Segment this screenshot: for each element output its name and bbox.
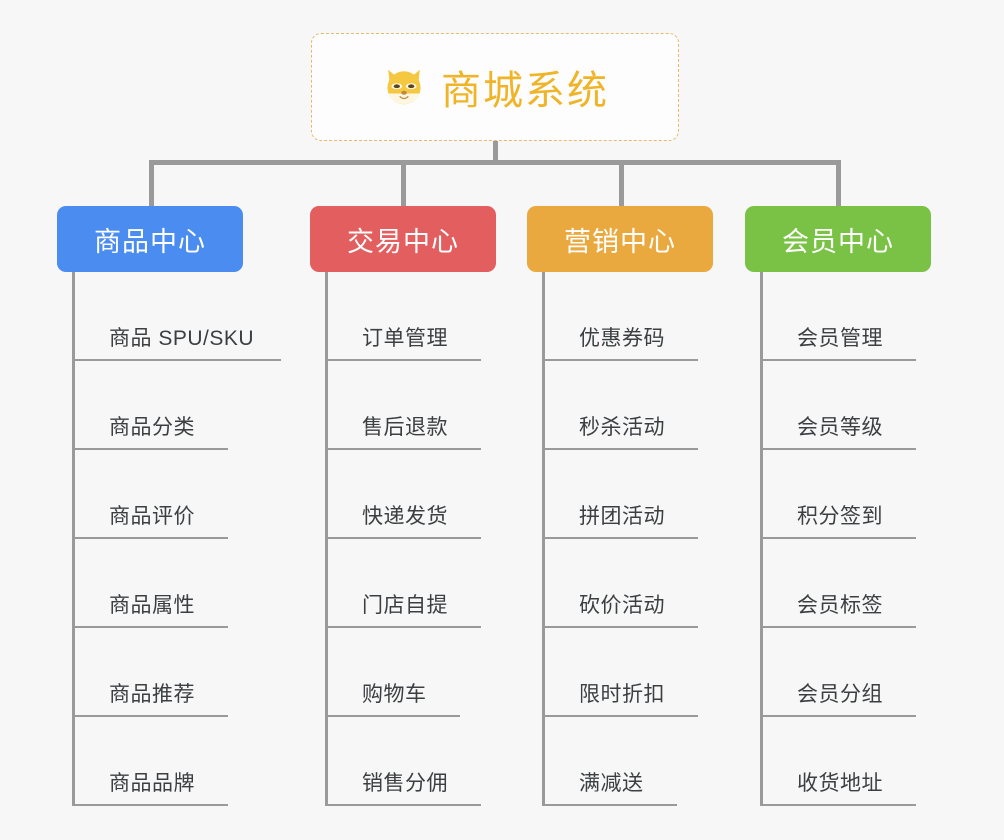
branch-header-3[interactable]: 营销中心	[527, 206, 713, 272]
leaf-underline	[545, 715, 698, 717]
leaf-label: 砍价活动	[579, 594, 665, 617]
leaf-item[interactable]: 会员等级	[763, 361, 931, 450]
leaf-item[interactable]: 商品推荐	[75, 628, 243, 717]
leaf-item[interactable]: 购物车	[328, 628, 496, 717]
connector-root-trunk	[493, 141, 498, 163]
leaf-item[interactable]: 优惠券码	[545, 272, 713, 361]
leaf-label: 秒杀活动	[579, 416, 665, 439]
leaf-label: 订单管理	[362, 327, 448, 350]
branch-header-label: 交易中心	[347, 226, 459, 257]
leaf-label: 满减送	[579, 772, 644, 795]
branch-column-2: 交易中心 订单管理 售后退款 快递发货 门店自提 购物车	[310, 206, 496, 806]
leaf-label: 门店自提	[362, 594, 448, 617]
leaf-underline	[545, 537, 698, 539]
branch-header-4[interactable]: 会员中心	[745, 206, 931, 272]
leaf-item[interactable]: 限时折扣	[545, 628, 713, 717]
leaf-label: 商品评价	[109, 505, 195, 528]
leaf-item[interactable]: 门店自提	[328, 539, 496, 628]
leaf-item[interactable]: 快递发货	[328, 450, 496, 539]
leaf-underline	[545, 359, 698, 361]
leaf-item[interactable]: 售后退款	[328, 361, 496, 450]
leaf-list-2: 订单管理 售后退款 快递发货 门店自提 购物车 销售分佣	[325, 272, 496, 806]
leaf-underline	[545, 626, 698, 628]
leaf-label: 优惠券码	[579, 327, 665, 350]
leaf-label: 会员等级	[797, 416, 883, 439]
branch-header-2[interactable]: 交易中心	[310, 206, 496, 272]
leaf-label: 积分签到	[797, 505, 883, 528]
leaf-label: 会员标签	[797, 594, 883, 617]
leaf-item[interactable]: 会员管理	[763, 272, 931, 361]
leaf-item[interactable]: 会员分组	[763, 628, 931, 717]
leaf-underline	[763, 359, 916, 361]
leaf-list-3: 优惠券码 秒杀活动 拼团活动 砍价活动 限时折扣 满减送	[542, 272, 713, 806]
leaf-item[interactable]: 销售分佣	[328, 717, 496, 806]
leaf-label: 商品属性	[109, 594, 195, 617]
leaf-underline	[545, 448, 698, 450]
leaf-underline	[763, 448, 916, 450]
leaf-underline	[328, 715, 460, 717]
leaf-label: 拼团活动	[579, 505, 665, 528]
branch-header-label: 商品中心	[94, 226, 206, 257]
leaf-label: 购物车	[362, 683, 427, 706]
leaf-item[interactable]: 砍价活动	[545, 539, 713, 628]
connector-drop-2	[401, 160, 406, 208]
connector-bus	[149, 160, 840, 165]
connector-drop-3	[619, 160, 624, 208]
leaf-item[interactable]: 秒杀活动	[545, 361, 713, 450]
connector-drop-1	[149, 160, 154, 208]
leaf-item[interactable]: 积分签到	[763, 450, 931, 539]
leaf-label: 商品 SPU/SKU	[109, 327, 255, 350]
leaf-underline	[75, 626, 228, 628]
branch-header-label: 会员中心	[782, 226, 894, 257]
leaf-underline	[763, 626, 916, 628]
leaf-item[interactable]: 商品属性	[75, 539, 243, 628]
root-title: 商城系统	[441, 69, 609, 113]
leaf-item[interactable]: 收货地址	[763, 717, 931, 806]
leaf-label: 销售分佣	[362, 772, 448, 795]
leaf-underline	[328, 626, 481, 628]
leaf-underline	[75, 448, 228, 450]
leaf-underline	[328, 537, 481, 539]
leaf-label: 快递发货	[362, 505, 448, 528]
leaf-label: 收货地址	[797, 772, 883, 795]
leaf-list-4: 会员管理 会员等级 积分签到 会员标签 会员分组 收货地址	[760, 272, 931, 806]
leaf-underline	[328, 804, 481, 806]
leaf-label: 售后退款	[362, 416, 448, 439]
leaf-label: 商品品牌	[109, 772, 195, 795]
leaf-item[interactable]: 满减送	[545, 717, 713, 806]
leaf-underline	[75, 804, 228, 806]
branch-column-1: 商品中心 商品 SPU/SKU 商品分类 商品评价 商品属性 商品推荐	[57, 206, 281, 806]
connector-drop-4	[836, 160, 841, 208]
branch-column-4: 会员中心 会员管理 会员等级 积分签到 会员标签 会员分组	[745, 206, 931, 806]
leaf-item[interactable]: 订单管理	[328, 272, 496, 361]
leaf-underline	[763, 715, 916, 717]
leaf-label: 商品推荐	[109, 683, 195, 706]
leaf-underline	[328, 359, 481, 361]
shiba-dog-face-icon	[381, 64, 427, 110]
leaf-underline	[75, 359, 281, 361]
root-node[interactable]: 商城系统	[311, 33, 679, 141]
leaf-underline	[545, 804, 677, 806]
leaf-item[interactable]: 商品分类	[75, 361, 243, 450]
leaf-label: 商品分类	[109, 416, 195, 439]
leaf-underline	[328, 448, 481, 450]
branch-header-label: 营销中心	[564, 226, 676, 257]
leaf-underline	[75, 537, 228, 539]
leaf-list-1: 商品 SPU/SKU 商品分类 商品评价 商品属性 商品推荐 商品品牌	[72, 272, 281, 806]
leaf-item[interactable]: 会员标签	[763, 539, 931, 628]
leaf-label: 会员管理	[797, 327, 883, 350]
leaf-label: 限时折扣	[579, 683, 665, 706]
branch-header-1[interactable]: 商品中心	[57, 206, 243, 272]
leaf-underline	[763, 537, 916, 539]
leaf-item[interactable]: 商品 SPU/SKU	[75, 272, 281, 361]
leaf-underline	[75, 715, 228, 717]
branch-column-3: 营销中心 优惠券码 秒杀活动 拼团活动 砍价活动 限时折扣	[527, 206, 713, 806]
leaf-item[interactable]: 商品品牌	[75, 717, 243, 806]
leaf-item[interactable]: 商品评价	[75, 450, 243, 539]
leaf-item[interactable]: 拼团活动	[545, 450, 713, 539]
leaf-label: 会员分组	[797, 683, 883, 706]
leaf-underline	[763, 804, 916, 806]
